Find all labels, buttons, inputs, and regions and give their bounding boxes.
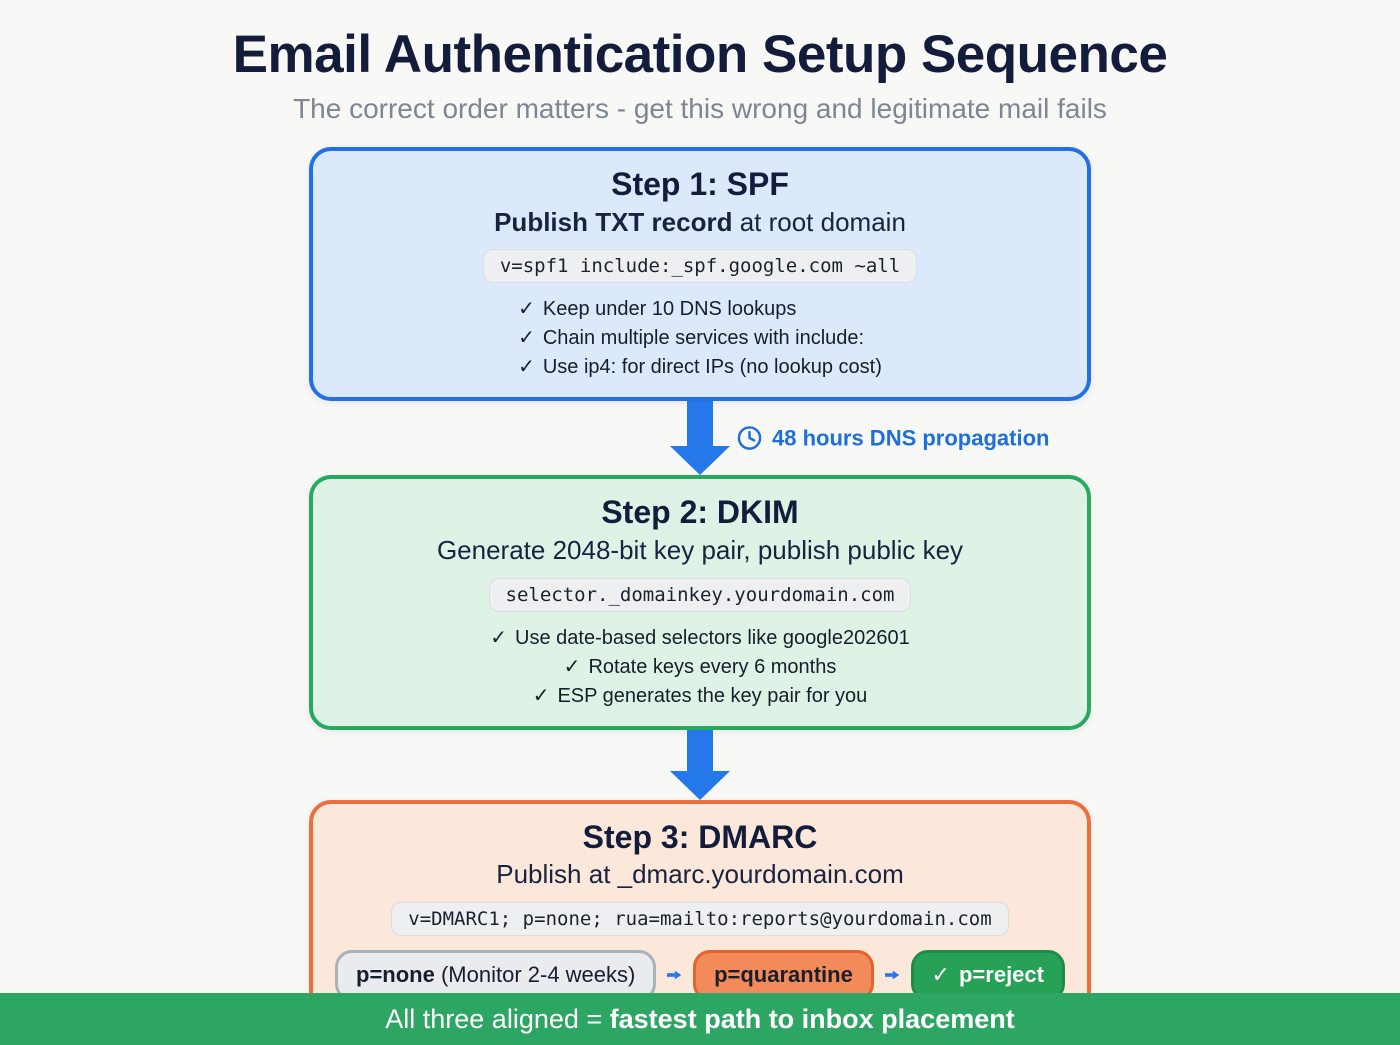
step-subheading-rest: at root domain bbox=[732, 206, 906, 237]
step-heading: Step 1: SPF bbox=[611, 166, 789, 202]
checklist-item: ✓ Keep under 10 DNS lookups bbox=[518, 295, 882, 324]
footer-text-bold: fastest path to inbox placement bbox=[609, 1003, 1015, 1034]
down-arrow-icon bbox=[670, 729, 730, 800]
checklist-item: ✓ ESP generates the key pair for you bbox=[335, 682, 1065, 711]
checklist-item-text: Keep under 10 DNS lookups bbox=[542, 298, 797, 321]
step-card-dmarc: Step 3: DMARC Publish at _dmarc.yourdoma… bbox=[309, 799, 1091, 1020]
policy-pill-reject: ✓ p=reject bbox=[910, 950, 1065, 1001]
step-heading: Step 2: DKIM bbox=[601, 494, 799, 531]
checklist-item: ✓ Chain multiple services with include: bbox=[518, 324, 882, 353]
checklist-item: ✓ Use date-based selectors like google202… bbox=[335, 624, 1065, 653]
page-title: Email Authentication Setup Sequence bbox=[232, 25, 1168, 84]
step-subheading-bold: Publish TXT record bbox=[494, 206, 733, 237]
step-heading: Step 3: DMARC bbox=[582, 818, 818, 855]
policy-pill-bold: p=reject bbox=[958, 962, 1044, 988]
step-card-spf: Step 1: SPF Publish TXT record at root d… bbox=[309, 147, 1091, 402]
policy-pill-quarantine: p=quarantine bbox=[693, 950, 874, 1001]
checklist-item-text: Use ip4: for direct IPs (no lookup cost) bbox=[542, 356, 882, 379]
checklist-item-text: Use date-based selectors like google2026… bbox=[515, 626, 910, 649]
check-icon: ✓ bbox=[518, 356, 535, 379]
check-icon: ✓ bbox=[518, 327, 535, 350]
policy-pill-bold: p=none bbox=[356, 962, 435, 988]
checklist: ✓ Use date-based selectors like google202… bbox=[335, 624, 1065, 711]
checklist-item-text: ESP generates the key pair for you bbox=[557, 684, 868, 707]
policy-pill-bold: p=quarantine bbox=[714, 962, 853, 988]
footer-text-regular: All three aligned = bbox=[385, 1003, 610, 1034]
checklist-item-text: Rotate keys every 6 months bbox=[588, 655, 837, 678]
checklist-item: ✓ Use ip4: for direct IPs (no lookup cost… bbox=[518, 353, 882, 382]
page-header: Email Authentication Setup Sequence The … bbox=[0, 0, 1400, 125]
flow-diagram: Step 1: SPF Publish TXT record at root d… bbox=[309, 147, 1091, 1020]
step-subheading: Publish TXT record at root domain bbox=[335, 206, 1065, 240]
check-icon: ✓ bbox=[563, 655, 581, 678]
right-arrow-icon bbox=[667, 970, 682, 980]
page-subtitle: The correct order matters - get this wro… bbox=[293, 93, 1107, 124]
check-icon: ✓ bbox=[532, 684, 550, 707]
dns-record-code: selector._domainkey.yourdomain.com bbox=[488, 577, 912, 612]
checklist-item-text: Chain multiple services with include: bbox=[542, 327, 865, 350]
dns-record-code: v=DMARC1; p=none; rua=mailto:reports@you… bbox=[391, 902, 1009, 937]
step-subheading: Generate 2048-bit key pair, publish publ… bbox=[436, 534, 964, 565]
flow-connector-2 bbox=[309, 729, 1091, 800]
checklist-item: ✓ Rotate keys every 6 months bbox=[335, 653, 1065, 682]
check-icon: ✓ bbox=[490, 626, 508, 649]
checklist: ✓ Keep under 10 DNS lookups ✓ Chain multip… bbox=[518, 295, 882, 382]
policy-pill-rest: (Monitor 2-4 weeks) bbox=[434, 962, 636, 988]
step-subheading: Publish at _dmarc.yourdomain.com bbox=[496, 859, 904, 890]
flow-connector-1: 48 hours DNS propagation bbox=[309, 401, 1091, 476]
footer-banner: All three aligned = fastest path to inbo… bbox=[0, 993, 1400, 1045]
right-arrow-icon bbox=[884, 970, 900, 980]
dns-record-code: v=spf1 include:_spf.google.com ~all bbox=[482, 249, 918, 284]
check-icon: ✓ bbox=[518, 298, 535, 321]
check-icon: ✓ bbox=[931, 962, 950, 988]
step-card-dkim: Step 2: DKIM Generate 2048-bit key pair,… bbox=[309, 475, 1091, 730]
down-arrow-icon bbox=[670, 401, 730, 476]
dns-propagation-label: 48 hours DNS propagation bbox=[736, 425, 1049, 452]
clock-icon bbox=[737, 426, 762, 451]
dns-propagation-text: 48 hours DNS propagation bbox=[772, 425, 1050, 451]
